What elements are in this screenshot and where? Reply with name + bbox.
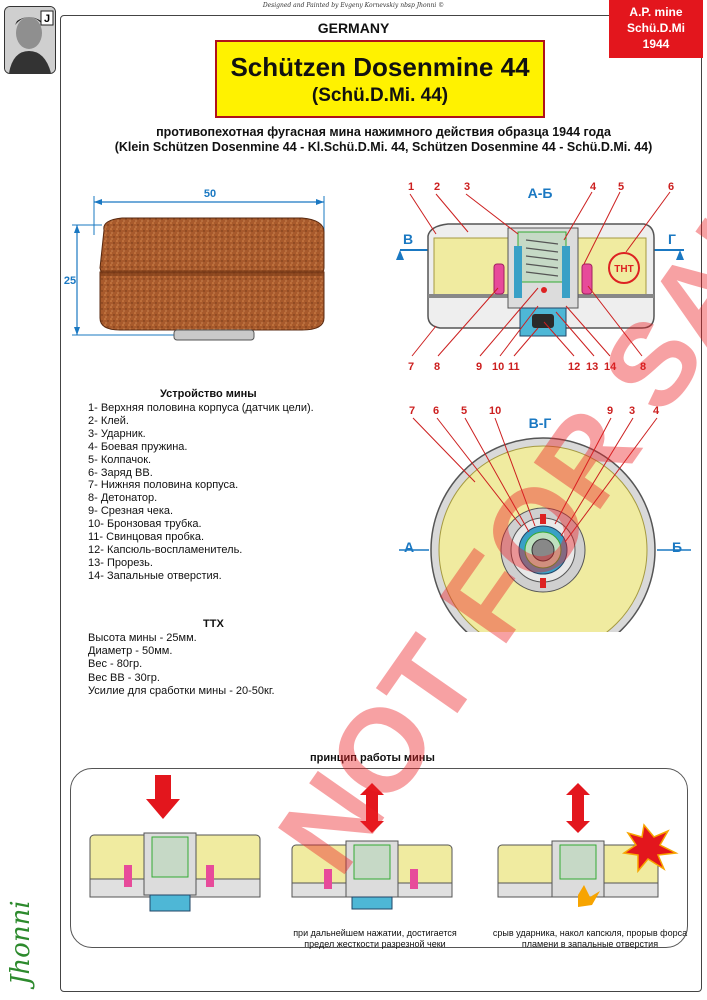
title-box: Schützen Dosenmine 44 (Schü.D.Mi. 44) (215, 40, 545, 118)
list-item: 5- Колпачок. (88, 453, 152, 466)
list-item: 12- Капсюль-воспламенитель. (88, 543, 243, 556)
ab-label-b8: 8 (434, 361, 440, 373)
section-ab-title: А-Б (528, 185, 553, 201)
mine-tag: A.P. mine Schü.D.Mi 1944 (609, 0, 703, 58)
stage-3-drawing (497, 783, 679, 907)
cut-label-a: А (404, 539, 414, 555)
stage-2-drawing (291, 783, 453, 910)
section-vg-title: В-Г (529, 415, 552, 431)
tnt-label: ТНТ (614, 264, 633, 275)
list-item: 14- Запальные отверстия. (88, 569, 222, 582)
vg-label-4: 4 (653, 405, 660, 417)
mine-upper-body (99, 217, 325, 279)
tag-line-1: A.P. mine (629, 5, 683, 19)
list-item: 8- Детонатор. (88, 492, 158, 505)
height-value: 25 (64, 275, 76, 287)
detonator-left (493, 263, 505, 295)
section-ab-drawing: А-Б В Г ТНТ 1 2 3 4 5 6 7 8 9 10 11 12 (396, 181, 684, 373)
vg-label-6: 6 (433, 405, 439, 417)
ab-label-3: 3 (464, 181, 470, 193)
stage-3-caption: срыв ударника, накол капсюля, прорыв фор… (492, 928, 688, 949)
page-frame (60, 15, 702, 992)
description-line-1: противопехотная фугасная мина нажимного … (156, 125, 611, 139)
description-line-2: (Klein Schützen Dosenmine 44 - Kl.Schü.D… (114, 140, 653, 154)
ab-label-b14: 14 (604, 361, 617, 373)
firing-spring (525, 239, 559, 277)
stage-1-drawing (89, 775, 261, 912)
vg-label-10: 10 (489, 405, 501, 417)
list-item: 4- Боевая пружина. (88, 440, 188, 453)
list-item: 3- Ударник. (88, 427, 146, 440)
list-item: 1- Верхняя половина корпуса (датчик цели… (88, 402, 314, 414)
ab-label-b13: 13 (586, 361, 598, 373)
list-item: 13- Прорезь. (88, 556, 153, 569)
ttx-item: Диаметр - 50мм. (88, 645, 173, 658)
ttx-item: Высота мины - 25мм. (88, 632, 197, 644)
ab-label-b11: 11 (508, 361, 520, 373)
credit-line: Designed and Painted by Evgeny Kornevski… (262, 2, 445, 9)
vg-label-7: 7 (409, 405, 415, 417)
country-label: GERMANY (317, 20, 390, 36)
portrait-image: J (5, 7, 55, 73)
ab-label-6: 6 (668, 181, 674, 193)
section-vg-drawing: В-Г А Б 7 6 5 10 9 3 4 (399, 405, 691, 632)
portrait-letter: J (44, 13, 50, 25)
author-portrait: J (4, 6, 56, 74)
cut-label-left: В (403, 231, 413, 247)
list-item: 9- Срезная чека. (88, 505, 174, 518)
ab-label-2: 2 (434, 181, 440, 193)
stage-2-caption: при дальнейшем нажатии, достигается пред… (293, 928, 457, 949)
tag-line-2: Schü.D.Mi (626, 21, 685, 35)
ab-label-b12: 12 (568, 361, 580, 373)
list-item: 11- Свинцовая пробка. (88, 531, 205, 544)
ttx-item: Вес ВВ - 30гр. (88, 671, 160, 684)
tag-line-3: 1944 (642, 37, 670, 51)
device-heading: Устройство мины (160, 388, 257, 400)
principle-drawings (89, 775, 679, 912)
signature: Jhonni (6, 900, 36, 985)
list-item: 7- Нижняя половина корпуса. (88, 479, 239, 492)
ab-label-5: 5 (618, 181, 624, 193)
vg-label-3: 3 (629, 405, 635, 417)
detonator-right (581, 263, 593, 295)
explosion-icon (621, 823, 679, 874)
list-item: 2- Клей. (88, 414, 129, 427)
mine-lower-body (99, 271, 325, 331)
principle-heading: принцип работы мины (310, 752, 435, 764)
device-list: 1- Верхняя половина корпуса (датчик цели… (88, 402, 314, 583)
page-title: Schützen Dosenmine 44 (230, 52, 530, 82)
vg-label-5: 5 (461, 405, 467, 417)
cut-label-b: Б (672, 539, 682, 555)
ab-label-b7: 7 (408, 361, 414, 373)
ab-label-1: 1 (408, 181, 414, 193)
ab-label-b8b: 8 (640, 361, 646, 373)
list-item: 6- Заряд ВВ. (88, 466, 153, 479)
principle-panel (70, 768, 688, 948)
ab-label-b9: 9 (476, 361, 482, 373)
width-value: 50 (204, 188, 216, 200)
ttx-item: Усилие для сработки мины - 20-50кг. (88, 684, 275, 697)
external-view-drawing: 50 25 (64, 188, 325, 341)
page-subtitle: (Schü.D.Mi. 44) (311, 85, 449, 106)
ab-label-b10: 10 (492, 361, 504, 373)
ttx-heading: ТТХ (203, 618, 224, 630)
ttx-item: Вес - 80гр. (88, 658, 143, 671)
cut-label-right: Г (668, 231, 676, 247)
ab-label-4: 4 (590, 181, 597, 193)
vg-label-9: 9 (607, 405, 613, 417)
ttx-list: Высота мины - 25мм. Диаметр - 50мм. Вес … (88, 632, 275, 698)
fuze-plug (173, 329, 255, 341)
list-item: 10- Бронзовая трубка. (88, 518, 202, 531)
